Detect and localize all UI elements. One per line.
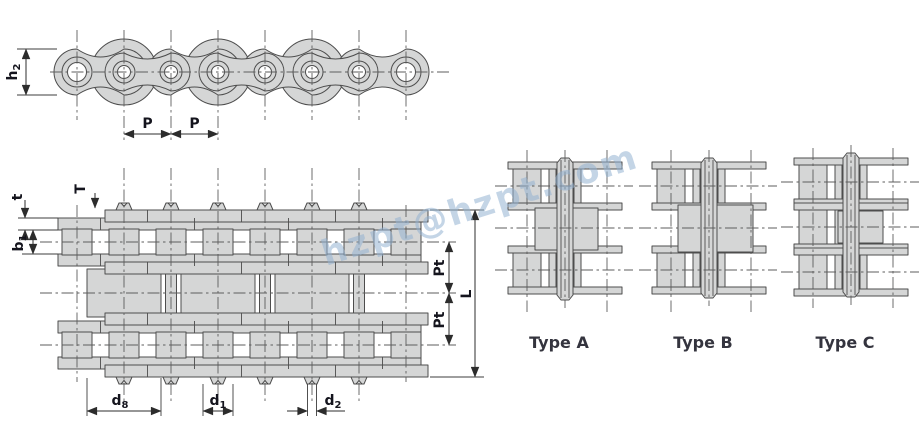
dim-label-d2: d2 (325, 393, 342, 411)
dim-label-t: t (10, 193, 26, 200)
dim-label-d8: d8 (112, 393, 129, 411)
type-c-caption: Type C (815, 333, 874, 352)
dim-label-L: L (459, 289, 475, 298)
dim-label-d1: d1 (210, 393, 227, 411)
dim-label-T: T (73, 184, 89, 194)
dim-label-pt-upper: Pt (432, 259, 448, 276)
dim-label-pitch-left: P (142, 116, 152, 132)
type-b-figure (639, 150, 777, 312)
plan-view-figure (18, 168, 484, 416)
type-b-caption: Type B (673, 333, 733, 352)
side-view-figure (17, 30, 452, 140)
type-a-figure (495, 150, 633, 312)
type-a-caption: Type A (529, 333, 589, 352)
dim-label-pitch-right: P (189, 116, 199, 132)
dim-label-pt-lower: Pt (432, 311, 448, 328)
dim-label-h2: h2 (5, 64, 23, 81)
type-c-figure (781, 145, 919, 308)
dim-label-b1: b1 (11, 234, 29, 251)
